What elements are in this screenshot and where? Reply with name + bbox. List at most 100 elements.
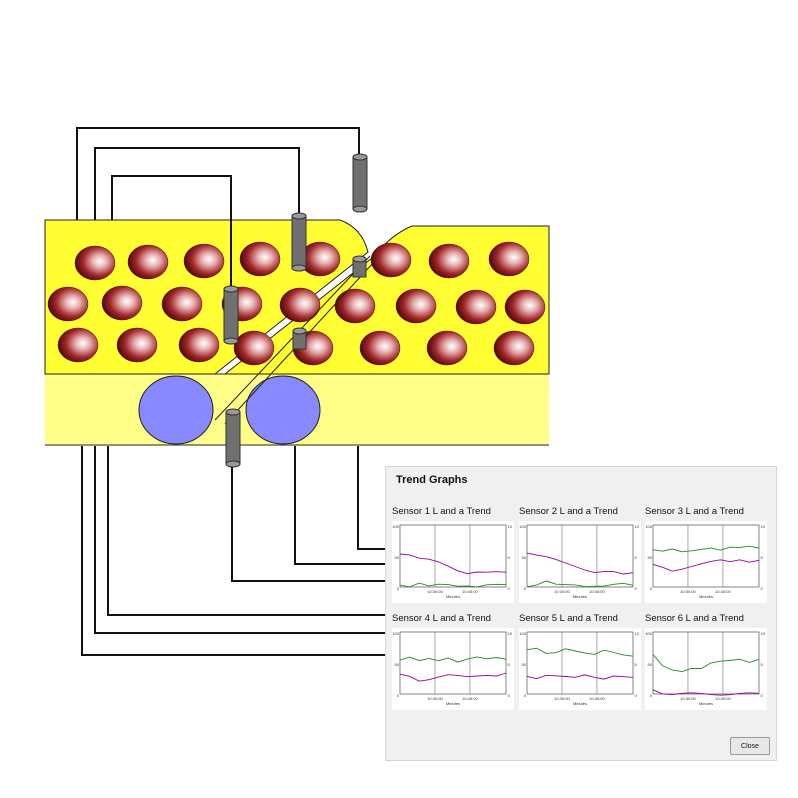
particle — [428, 243, 470, 279]
y-tick-right: 0 — [761, 693, 764, 698]
x-tick: 10:45:00 — [589, 589, 605, 594]
y-tick-left: 100 — [519, 524, 526, 529]
y-tick-left: 100 — [392, 524, 399, 529]
y-tick-right: 5 — [635, 555, 638, 560]
y-tick-left: 0 — [524, 693, 527, 698]
particle — [74, 245, 116, 281]
roller-right — [245, 375, 321, 445]
y-tick-left: 50 — [395, 555, 400, 560]
sensor-4-cylinder — [352, 255, 367, 278]
y-tick-left: 0 — [397, 693, 400, 698]
y-tick-left: 0 — [397, 586, 400, 591]
y-tick-right: 0 — [508, 586, 511, 591]
x-axis-label: Minutes — [699, 701, 713, 706]
series-line — [526, 580, 634, 588]
sensor-6-cylinder — [225, 408, 241, 468]
y-tick-left: 0 — [650, 586, 653, 591]
x-tick: 10:45:00 — [589, 696, 605, 701]
roller-left — [138, 375, 214, 445]
series-line — [652, 559, 760, 572]
trend-title: Sensor 4 L and a Trend — [392, 613, 491, 624]
sensor-wires-top — [76, 127, 360, 290]
y-tick-left: 50 — [522, 555, 527, 560]
series-line — [526, 647, 634, 657]
y-tick-right: 0 — [508, 693, 511, 698]
plot-frame — [526, 631, 634, 695]
series-line — [526, 674, 634, 680]
x-tick: 10:30:00 — [680, 589, 696, 594]
y-tick-right: 0 — [761, 586, 764, 591]
particle — [116, 327, 158, 363]
trend-title: Sensor 2 L and a Trend — [519, 506, 618, 517]
sensor-1-cylinder — [352, 153, 368, 213]
series-line — [652, 654, 760, 673]
x-axis-label: Minutes — [573, 594, 587, 599]
particle — [359, 330, 401, 366]
y-tick-right: 5 — [761, 555, 764, 560]
x-tick: 10:30:00 — [680, 696, 696, 701]
y-tick-left: 100 — [645, 524, 652, 529]
x-axis-label: Minutes — [446, 701, 460, 706]
x-axis-label: Minutes — [699, 594, 713, 599]
series-line — [652, 545, 760, 553]
y-tick-right: 10 — [508, 631, 513, 636]
close-button[interactable]: Close — [730, 737, 770, 755]
y-tick-right: 10 — [635, 631, 640, 636]
particle — [233, 330, 275, 366]
y-tick-left: 100 — [392, 631, 399, 636]
particles — [47, 241, 546, 366]
y-tick-left: 100 — [645, 631, 652, 636]
particle — [183, 243, 225, 279]
x-tick: 10:45:00 — [462, 696, 478, 701]
plot-frame — [652, 631, 760, 695]
y-tick-right: 5 — [508, 662, 511, 667]
particle — [504, 289, 546, 325]
x-tick: 10:45:00 — [462, 589, 478, 594]
y-tick-right: 0 — [635, 693, 638, 698]
particle — [279, 287, 321, 323]
particle — [161, 286, 203, 322]
series-line — [399, 672, 507, 682]
particle — [455, 289, 497, 325]
sensor-wires-bottom — [81, 446, 386, 656]
series-line — [526, 552, 634, 575]
particle — [127, 244, 169, 280]
x-tick: 10:30:00 — [427, 589, 443, 594]
y-tick-left: 50 — [648, 662, 653, 667]
plot-frame — [652, 524, 760, 588]
particle — [488, 241, 530, 277]
dialog-title: Trend Graphs — [396, 474, 468, 486]
plot-frame — [399, 631, 507, 695]
y-tick-right: 5 — [761, 662, 764, 667]
y-tick-right: 0 — [635, 586, 638, 591]
y-tick-right: 10 — [508, 524, 513, 529]
x-tick: 10:45:00 — [715, 589, 731, 594]
x-axis-label: Minutes — [446, 594, 460, 599]
particle — [47, 286, 89, 322]
plot-frame — [399, 524, 507, 588]
y-tick-right: 10 — [761, 524, 766, 529]
sensor-3-cylinder — [223, 285, 239, 345]
y-tick-left: 0 — [524, 586, 527, 591]
trend-title: Sensor 5 L and a Trend — [519, 613, 618, 624]
sensor-2-cylinder — [291, 212, 307, 272]
x-tick: 10:30:00 — [427, 696, 443, 701]
trend-title: Sensor 6 L and a Trend — [645, 613, 744, 624]
